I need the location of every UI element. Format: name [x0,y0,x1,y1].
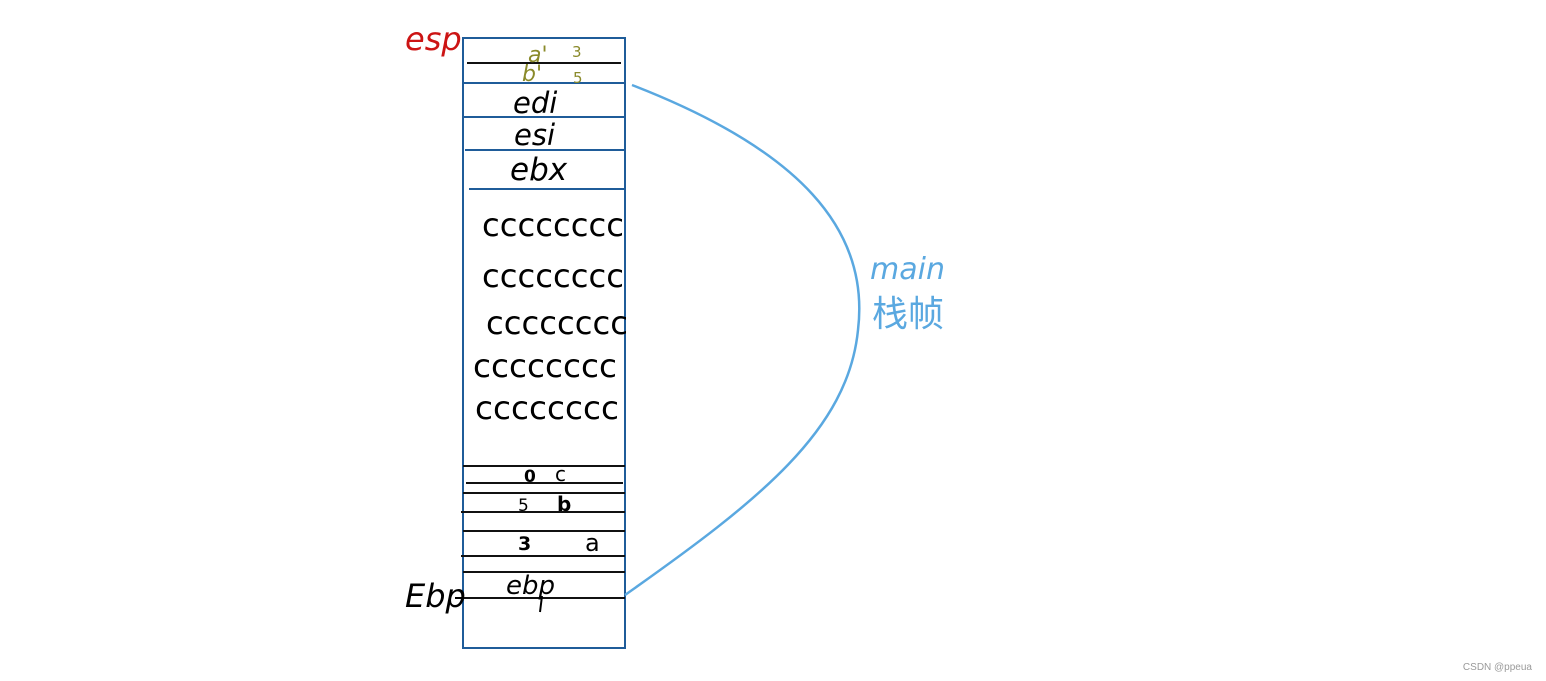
frame-label-stackframe: 栈帧 [872,294,944,335]
local-a-name: a [585,529,600,557]
slot-b-prime-value: 5 [573,69,583,87]
saved-edi: edi [513,86,557,120]
main-frame-brace [624,83,861,597]
local-b-value: 5 [518,496,529,516]
saved-ebx: ebx [510,152,568,188]
slot-a-prime-value: 3 [572,43,582,61]
fill-row: cccccccc [486,304,628,342]
ebp-descender-stroke [539,595,543,613]
slot-b-prime-name: b' [522,62,542,87]
local-a-value: 3 [518,533,531,555]
fill-row: cccccccc [475,389,619,427]
fill-row: cccccccc [482,206,624,244]
frame-label-main: main [870,252,945,287]
fill-row: cccccccc [473,347,617,385]
ebp-pointer-label: Ebp [405,577,466,615]
saved-esi: esi [514,118,555,152]
local-c-name: c [555,462,566,486]
esp-label: esp [405,20,462,58]
slot-a-prime-name: a' [528,43,548,68]
local-b-name: b [557,492,571,516]
saved-ebp: ebp [506,571,555,601]
watermark: CSDN @ppeua [1462,662,1532,673]
fill-row: cccccccc [482,257,624,295]
stack-box [462,37,626,649]
local-c-value: 0 [524,467,536,487]
